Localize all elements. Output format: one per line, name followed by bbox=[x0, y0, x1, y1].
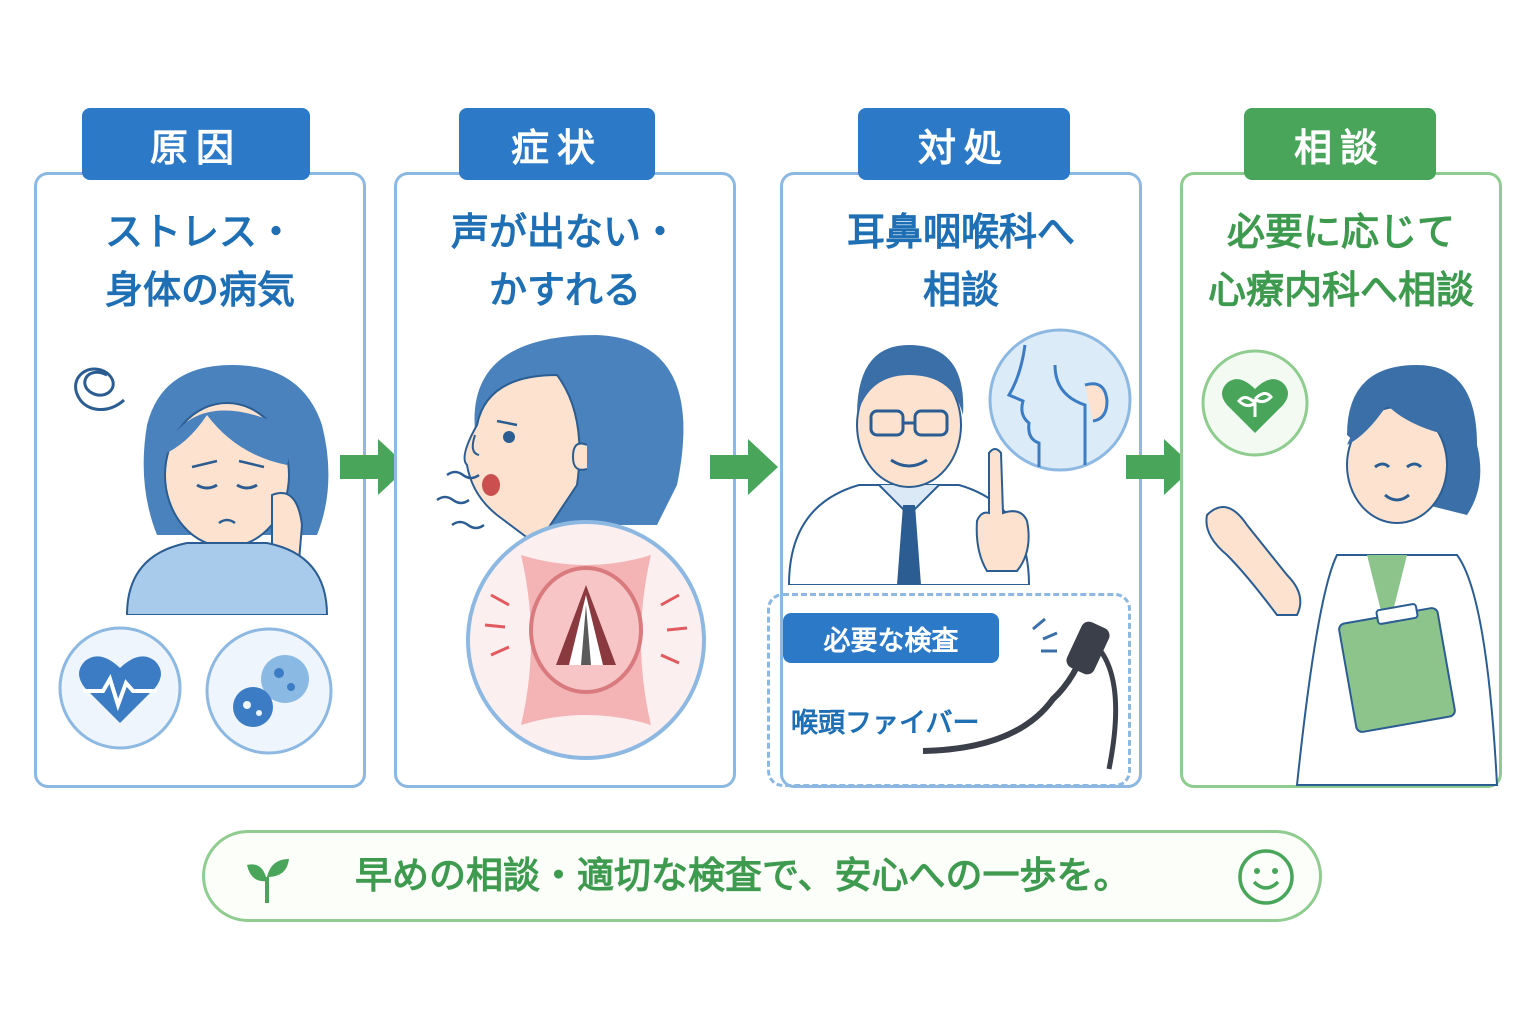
panel-action: 耳鼻咽喉科へ 相談 必要な検査 喉頭ファイバー bbox=[767, 172, 1142, 788]
panel-consult: 必要に応じて 心療内科へ相談 bbox=[1180, 172, 1502, 788]
smile-icon bbox=[1238, 849, 1294, 905]
heart-pulse-icon bbox=[58, 626, 182, 750]
panel-cause-title: ストレス・ 身体の病気 bbox=[37, 203, 363, 319]
dizzy-icon bbox=[74, 367, 126, 411]
endoscope-icon bbox=[922, 617, 1119, 770]
virus-icon bbox=[205, 627, 333, 755]
exam-item: 喉頭ファイバー bbox=[791, 708, 980, 739]
panel-cause-title-line2: 身体の病気 bbox=[104, 268, 295, 312]
panel-symptom-title: 声が出ない・ かすれる bbox=[397, 203, 733, 319]
pointing-hand bbox=[975, 448, 1030, 572]
footer-message: 早めの相談・適切な検査で、安心への一歩を。 bbox=[355, 854, 1131, 897]
exam-box bbox=[767, 593, 1131, 787]
panel-action-title-line1: 耳鼻咽喉科へ bbox=[846, 210, 1075, 254]
tag-action: 対処 bbox=[858, 108, 1070, 180]
tag-cause: 原因 bbox=[82, 108, 310, 180]
panel-symptom-title-line1: 声が出ない・ bbox=[450, 210, 679, 254]
panel-cause: ストレス・ 身体の病気 bbox=[34, 172, 366, 788]
panel-consult-title-line1: 必要に応じて bbox=[1226, 210, 1455, 254]
tag-symptom: 症状 bbox=[459, 108, 655, 180]
ear-nose-icon bbox=[988, 328, 1132, 472]
arrow-right-icon bbox=[1126, 439, 1194, 495]
arrow-right-icon bbox=[710, 439, 778, 495]
ent-doctor-illustration bbox=[787, 345, 1031, 585]
stressed-woman-illustration bbox=[74, 365, 329, 615]
panel-symptom-title-line2: かすれる bbox=[488, 268, 641, 312]
arrow-right-icon bbox=[340, 439, 408, 495]
panel-consult-title-line2: 心療内科へ相談 bbox=[1207, 268, 1474, 312]
panel-symptom: 声が出ない・ かすれる bbox=[394, 172, 736, 788]
panel-action-title: 耳鼻咽喉科へ 相談 bbox=[783, 203, 1139, 319]
heart-sprout-icon bbox=[1201, 349, 1309, 457]
panel-cause-title-line1: ストレス・ bbox=[104, 210, 295, 254]
sprout-icon bbox=[247, 859, 289, 903]
panel-action-title-line2: 相談 bbox=[922, 268, 999, 312]
tag-consult: 相談 bbox=[1244, 108, 1436, 180]
counselor-illustration bbox=[1205, 365, 1499, 786]
footer-banner: 早めの相談・適切な検査で、安心への一歩を。 bbox=[202, 830, 1322, 922]
exam-tag: 必要な検査 bbox=[783, 613, 999, 663]
panel-consult-title: 必要に応じて 心療内科へ相談 bbox=[1183, 203, 1499, 319]
throat-icon bbox=[466, 520, 706, 760]
hoarse-woman-illustration bbox=[436, 335, 684, 547]
